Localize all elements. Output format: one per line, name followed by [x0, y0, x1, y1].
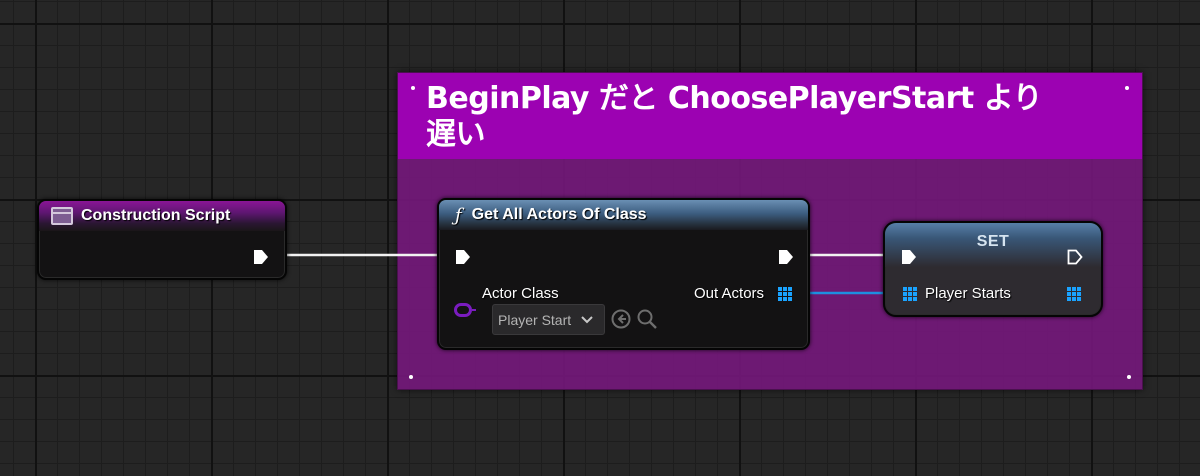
- use-selected-asset-icon[interactable]: [610, 308, 632, 330]
- construction-script-icon: [51, 207, 73, 225]
- out-actors-array-pin[interactable]: [777, 286, 793, 302]
- exec-in-pin[interactable]: [900, 248, 918, 266]
- player-starts-label: Player Starts: [925, 285, 1011, 302]
- comment-corner-dot: [1125, 86, 1129, 90]
- node-header: ƒ Get All Actors Of Class: [439, 200, 808, 230]
- comment-corner-dot: [411, 86, 415, 90]
- comment-resize-handle[interactable]: [1127, 375, 1131, 379]
- actor-class-pin[interactable]: [454, 303, 476, 317]
- actor-class-dropdown[interactable]: Player Start: [492, 304, 605, 335]
- actor-class-label: Actor Class: [482, 285, 559, 302]
- exec-out-pin[interactable]: [777, 248, 795, 266]
- construction-script-node[interactable]: Construction Script: [37, 199, 287, 280]
- node-title: Construction Script: [81, 207, 231, 224]
- comment-corner-dot: [409, 375, 413, 379]
- chevron-down-icon: [581, 315, 593, 323]
- exec-in-pin[interactable]: [454, 248, 472, 266]
- node-title: SET: [976, 233, 1010, 250]
- browse-search-icon[interactable]: [636, 308, 658, 330]
- set-variable-node[interactable]: SET Player Starts: [883, 221, 1103, 317]
- exec-out-pin[interactable]: [252, 248, 270, 266]
- out-actors-label: Out Actors: [694, 285, 765, 302]
- get-all-actors-of-class-node[interactable]: ƒ Get All Actors Of Class Actor Class Pl…: [437, 198, 810, 350]
- function-icon: ƒ: [455, 204, 462, 226]
- comment-title[interactable]: BeginPlay だと ChoosePlayerStart より遅い: [426, 81, 1043, 152]
- player-starts-out-array-pin[interactable]: [1066, 286, 1082, 302]
- node-header: Construction Script: [39, 201, 285, 231]
- set-node-header: [885, 223, 1101, 267]
- comment-header[interactable]: BeginPlay だと ChoosePlayerStart より遅い: [398, 73, 1142, 159]
- actor-class-value: Player Start: [498, 311, 572, 328]
- node-title: Get All Actors Of Class: [471, 206, 647, 223]
- player-starts-in-array-pin[interactable]: [902, 286, 918, 302]
- exec-out-pin-unconnected[interactable]: [1066, 248, 1084, 266]
